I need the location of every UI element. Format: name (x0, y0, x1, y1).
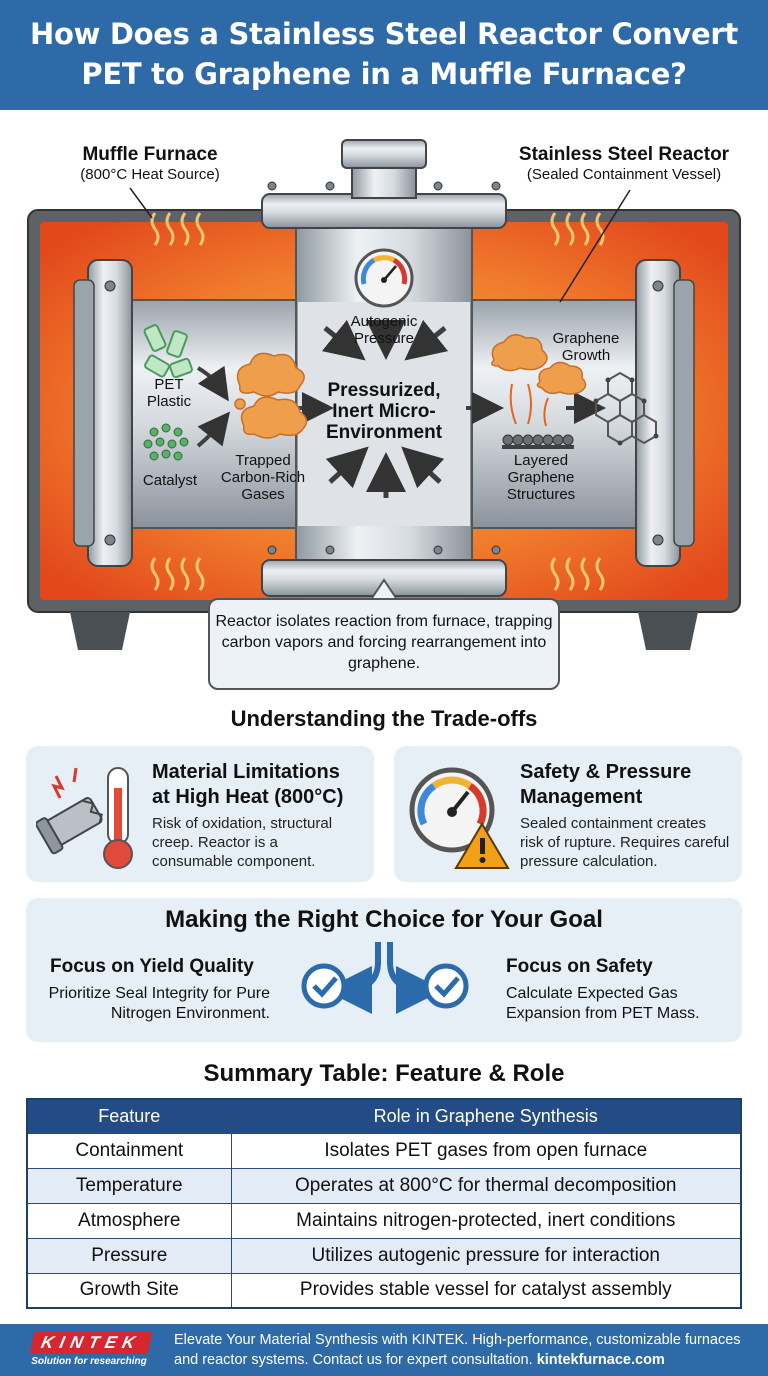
tradeoff-card-safety-body: Sealed containment creates risk of ruptu… (520, 815, 730, 870)
logo-tagline: Solution for researching (31, 1356, 147, 1367)
muffle-furnace-subtitle: (800°C Heat Source) (80, 166, 220, 183)
footer-text: Elevate Your Material Synthesis with KIN… (174, 1330, 754, 1370)
reactor-subtitle: (Sealed Containment Vessel) (526, 166, 722, 183)
summary-table: Feature Role in Graphene Synthesis Conta… (26, 1098, 742, 1309)
role-cell: Provides stable vessel for catalyst asse… (231, 1272, 741, 1308)
goal-safety-body: Calculate Expected Gas Expansion from PE… (506, 985, 700, 1022)
table-row: Containment Isolates PET gases from open… (27, 1132, 741, 1168)
summary-title: Summary Table: Feature & Role (203, 1060, 565, 1087)
table-row: Pressure Utilizes autogenic pressure for… (27, 1237, 741, 1273)
catalyst-label: Catalyst (142, 472, 198, 489)
feature-cell: Pressure (27, 1237, 232, 1273)
footer-message: Elevate Your Material Synthesis with KIN… (174, 1332, 741, 1368)
feature-cell: Atmosphere (27, 1202, 232, 1238)
broken-pipe-thermometer-icon (36, 767, 133, 869)
pressure-gauge-warning-icon (409, 767, 510, 869)
tradeoff-card-material-body: Risk of oxidation, structural creep. Rea… (152, 815, 333, 870)
goal-safety-title: Focus on Safety (506, 956, 653, 977)
tradeoff-card-safety: Safety & Pressure Management Sealed cont… (394, 746, 742, 882)
role-cell: Operates at 800°C for thermal decomposit… (231, 1167, 741, 1203)
page-title: How Does a Stainless Steel Reactor Conve… (30, 17, 738, 91)
reactor-title: Stainless Steel Reactor (518, 144, 730, 165)
table-row: Temperature Operates at 800°C for therma… (27, 1167, 741, 1203)
logo-wordmark: KINTEK (29, 1332, 153, 1354)
check-icon-left (301, 963, 347, 1009)
split-arrows-icon (301, 942, 469, 1014)
role-cell: Utilizes autogenic pressure for interact… (231, 1237, 741, 1273)
table-row: Atmosphere Maintains nitrogen-protected,… (27, 1202, 741, 1238)
feature-cell: Growth Site (27, 1272, 232, 1308)
summary-header-row: Feature Role in Graphene Synthesis (27, 1099, 741, 1133)
goal-choice-panel: Making the Right Choice for Your Goal Fo… (26, 898, 742, 1042)
pet-plastic-label: PET Plastic (146, 376, 192, 410)
footer-link[interactable]: kintekfurnace.com (536, 1352, 665, 1368)
role-cell: Maintains nitrogen-protected, inert cond… (231, 1202, 741, 1238)
graphene-growth-label: Graphene Growth (552, 330, 620, 364)
reactor-note: Reactor isolates reaction from furnace, … (208, 598, 560, 690)
tradeoffs-title: Understanding the Trade-offs (230, 706, 538, 731)
goal-choice-title: Making the Right Choice for Your Goal (165, 906, 603, 933)
layered-structures-label: Layered Graphene Structures (506, 452, 576, 503)
header-banner: How Does a Stainless Steel Reactor Conve… (0, 0, 768, 110)
summary-col-feature: Feature (27, 1099, 232, 1133)
tradeoff-card-material-title: Material Limitations at High Heat (800°C… (152, 761, 344, 808)
tradeoff-card-safety-title: Safety & Pressure Management (520, 761, 692, 808)
feature-cell: Containment (27, 1132, 232, 1168)
muffle-furnace-callout: Muffle Furnace (800°C Heat Source) (40, 144, 260, 183)
reactor-diagram: Muffle Furnace (800°C Heat Source) Stain… (0, 110, 768, 700)
role-cell: Isolates PET gases from open furnace (231, 1132, 741, 1168)
trapped-gases-label: Trapped Carbon-Rich Gases (220, 452, 306, 503)
kintek-logo[interactable]: KINTEK Solution for researching (24, 1332, 154, 1368)
reactor-illustration (27, 139, 741, 650)
goal-yield-body: Prioritize Seal Integrity for Pure Nitro… (48, 985, 270, 1022)
feature-cell: Temperature (27, 1167, 232, 1203)
muffle-furnace-title: Muffle Furnace (82, 144, 218, 165)
footer-banner: KINTEK Solution for researching Elevate … (0, 1324, 768, 1376)
summary-col-role: Role in Graphene Synthesis (231, 1099, 741, 1133)
goal-yield-title: Focus on Yield Quality (50, 956, 254, 977)
reactor-callout: Stainless Steel Reactor (Sealed Containm… (496, 144, 752, 183)
micro-environment-label: Pressurized, Inert Micro-Environment (325, 380, 443, 443)
table-row: Growth Site Provides stable vessel for c… (27, 1272, 741, 1308)
tradeoff-card-material: Material Limitations at High Heat (800°C… (26, 746, 374, 882)
autogenic-pressure-label: Autogenic Pressure (350, 313, 418, 347)
